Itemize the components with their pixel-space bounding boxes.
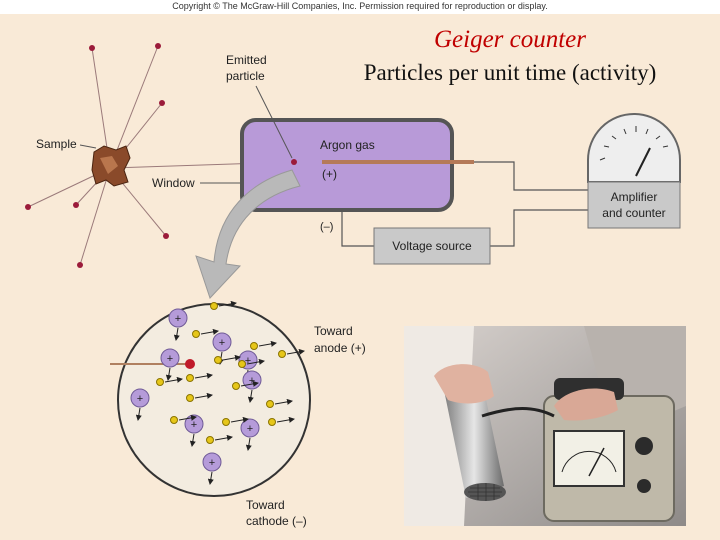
slide-title: Geiger counter <box>433 26 587 53</box>
amplifier-box <box>587 181 681 229</box>
electron-arrow <box>194 372 213 379</box>
zoom-arrow <box>195 169 301 299</box>
ion-charge: + <box>191 419 197 431</box>
emitted-label-2: particle <box>226 69 265 83</box>
anode-label-2: anode (+) <box>314 341 366 355</box>
electron <box>222 418 230 426</box>
electron-arrow <box>246 358 265 365</box>
ion-arrow <box>245 437 252 451</box>
plus-terminal-label: (+) <box>322 167 337 181</box>
electron <box>186 374 194 382</box>
ion-charge: + <box>209 457 215 469</box>
electron-arrow <box>276 416 295 423</box>
ion-arrow <box>165 367 172 381</box>
electron <box>210 302 218 310</box>
voltage-source-label: Voltage source <box>392 239 472 253</box>
circuit-wires <box>341 161 588 247</box>
positive-ion <box>168 308 188 328</box>
electron <box>278 350 286 358</box>
ion-layer: + + + + + + + + + <box>130 300 305 485</box>
cathode-label-1: Toward <box>246 498 285 512</box>
electron <box>266 400 274 408</box>
copyright-notice: Copyright © The McGraw-Hill Companies, I… <box>0 0 720 14</box>
sample-highlight <box>100 156 118 174</box>
electron <box>268 418 276 426</box>
electron <box>206 436 214 444</box>
slide-subtitle: Particles per unit time (activity) <box>363 60 657 85</box>
window-label: Window <box>152 176 195 190</box>
positive-ion <box>240 418 260 438</box>
electron-arrow <box>194 392 213 399</box>
electron-arrow <box>274 398 293 405</box>
counter-label: and counter <box>602 206 665 220</box>
electron <box>170 416 178 424</box>
emitted-label-1: Emitted <box>226 53 267 67</box>
cathode-label-2: cathode (–) <box>246 514 307 528</box>
ion-arrow <box>189 433 196 447</box>
electron <box>238 360 246 368</box>
positive-ion <box>212 332 232 352</box>
electron <box>186 394 194 402</box>
ion-arrow <box>135 407 142 421</box>
emitted-leader <box>255 85 293 159</box>
meter-ticks <box>599 126 669 161</box>
electron <box>232 382 240 390</box>
sample-leader <box>79 144 97 149</box>
ion-charge: + <box>175 313 181 325</box>
voltage-source-box <box>373 227 491 265</box>
argon-tube <box>240 118 454 212</box>
amplifier-label: Amplifier <box>611 190 658 204</box>
ion-arrow <box>207 471 214 485</box>
ion-charge: + <box>137 393 143 405</box>
meter-needle <box>635 147 651 177</box>
argon-label: Argon gas <box>320 138 375 152</box>
ion-charge: + <box>219 337 225 349</box>
ion-charge: + <box>247 423 253 435</box>
sample-label: Sample <box>36 137 77 151</box>
ion-charge: + <box>245 355 251 367</box>
ion-arrow <box>247 389 254 403</box>
electron <box>156 378 164 386</box>
particle-dots <box>25 43 169 268</box>
anode-label-1: Toward <box>314 324 353 338</box>
electron-arrow <box>240 380 259 387</box>
particle-in-tube <box>291 159 297 165</box>
electron-arrow <box>164 376 183 383</box>
geiger-counter-photo-icon <box>404 326 686 526</box>
positive-ion <box>160 348 180 368</box>
ion-charge: + <box>167 353 173 365</box>
meter-dial <box>587 113 681 183</box>
positive-ion <box>202 452 222 472</box>
electron-arrow <box>286 348 305 355</box>
ion-arrow <box>173 327 180 341</box>
electron <box>214 356 222 364</box>
electron-arrow <box>222 354 241 361</box>
positive-ion <box>130 388 150 408</box>
ion-charge: + <box>249 375 255 387</box>
electron <box>192 330 200 338</box>
incoming-particle <box>185 359 195 369</box>
electron-arrow <box>178 414 197 421</box>
minus-terminal-label: (–) <box>320 221 333 233</box>
electron-arrow <box>218 300 237 307</box>
electron-arrow <box>214 434 233 441</box>
electron <box>250 342 258 350</box>
electron-arrow <box>258 340 277 347</box>
electron-arrow <box>230 416 249 423</box>
electron-arrow <box>200 328 219 335</box>
